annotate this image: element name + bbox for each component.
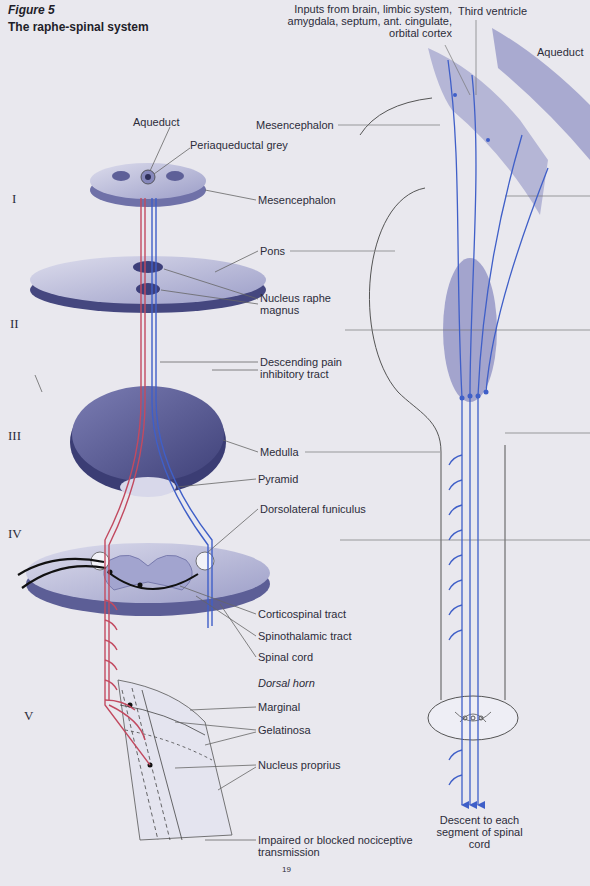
callout-label: Mesencephalon: [256, 119, 334, 131]
callout-label: Dorsolateral funiculus: [260, 503, 366, 515]
callout-label: Dorsal horn: [258, 677, 315, 689]
callout-label: Pons: [260, 245, 285, 257]
callout-label: Marginal: [258, 701, 300, 713]
section-numeral: III: [8, 430, 21, 442]
callout-label: Nucleus proprius: [258, 759, 341, 771]
callout-label: Impaired or blocked nociceptive transmis…: [258, 834, 418, 858]
figure-title: The raphe-spinal system: [8, 20, 149, 34]
callout-label: Third ventricle: [458, 5, 527, 17]
callout-label: Aqueduct: [537, 46, 583, 58]
callout-label: Descent to each segment of spinal cord: [432, 814, 527, 850]
callout-label: Gelatinosa: [258, 724, 311, 736]
figure-number: Figure 5: [8, 4, 55, 16]
callout-label: Corticospinal tract: [258, 608, 346, 620]
callout-label: Periaqueductal grey: [190, 139, 288, 151]
section-numeral: V: [24, 710, 33, 722]
callout-label: Aqueduct: [133, 116, 179, 128]
callout-label: Mesencephalon: [258, 194, 336, 206]
callout-label: Spinal cord: [258, 651, 313, 663]
callout-label: Medulla: [260, 446, 299, 458]
callout-label: Inputs from brain, limbic system, amygda…: [262, 3, 452, 39]
section-numeral: I: [12, 193, 16, 205]
callout-label: Spinothalamic tract: [258, 630, 352, 642]
section-numeral: IV: [8, 528, 22, 540]
callout-label: Nucleus raphe magnus: [260, 292, 340, 316]
section-numeral: II: [10, 318, 19, 330]
callout-label: Pyramid: [258, 473, 298, 485]
page-number: 19: [282, 864, 291, 876]
callout-label: Descending pain inhibitory tract: [260, 356, 370, 380]
